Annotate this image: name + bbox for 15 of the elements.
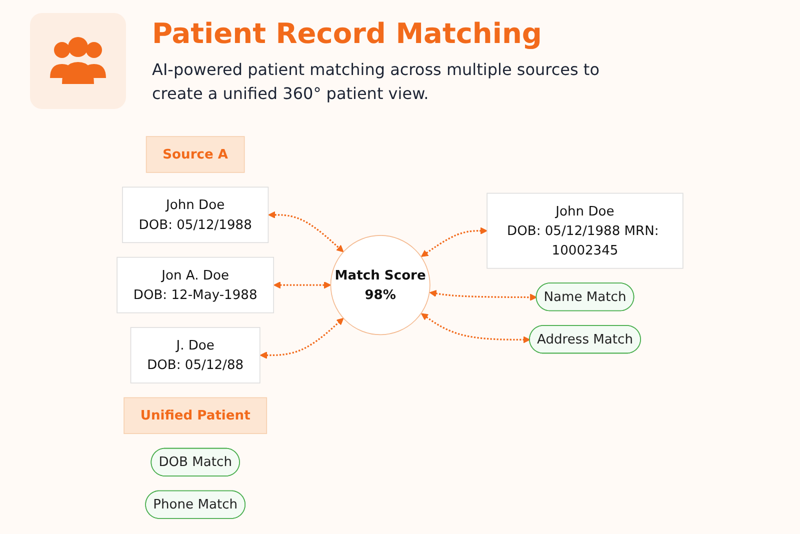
- arrow: [429, 290, 537, 301]
- node-box: Unified Patient: [124, 397, 268, 434]
- node-box: J. Doe DOB: 05/12/88: [130, 327, 260, 384]
- arrow: [268, 211, 344, 252]
- arrow: [421, 313, 530, 344]
- node-box: Source A: [146, 136, 245, 173]
- title: Patient Record Matching: [152, 16, 543, 50]
- node-box: Jon A. Doe DOB: 12-May-1988: [116, 256, 274, 314]
- subtitle: AI-powered patient matching across multiple sources to create a unified 360° patient view.: [152, 58, 600, 104]
- arrow: [260, 318, 344, 359]
- node-box: John Doe DOB: 05/12/1988: [122, 186, 269, 244]
- arrow: [274, 281, 332, 289]
- node-box: John Doe DOB: 05/12/1988 MRN: 10002345: [486, 192, 684, 269]
- node-circle: Match Score 98%: [330, 235, 430, 336]
- arrow: [421, 227, 488, 257]
